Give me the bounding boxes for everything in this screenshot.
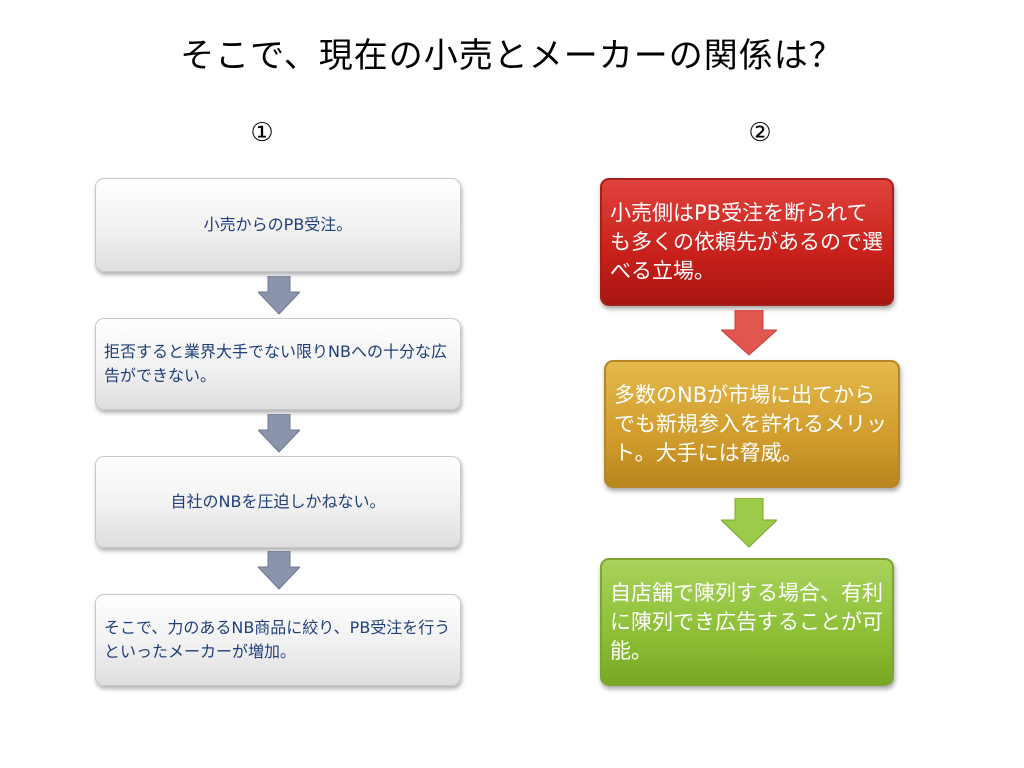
left-step-2-box: 拒否すると業界大手でない限りNBへの十分な広告ができない。	[95, 318, 461, 410]
column-1-label: ①	[250, 118, 274, 148]
left-step-3-box: 自社のNBを圧迫しかねない。	[95, 456, 461, 548]
left-step-2-text: 拒否すると業界大手でない限りNBへの十分な広告ができない。	[104, 342, 447, 385]
left-arrow-2	[258, 414, 300, 453]
left-arrow-1	[258, 276, 300, 315]
right-step-2-box: 多数のNBが市場に出てからでも新規参入を許れるメリット。大手には脅威。	[604, 360, 900, 488]
right-step-2-text: 多数のNBが市場に出てからでも新規参入を許れるメリット。大手には脅威。	[614, 382, 887, 465]
right-arrow-1	[721, 310, 777, 356]
left-step-4-box: そこで、力のあるNB商品に絞り、PB受注を行うといったメーカーが増加。	[95, 594, 461, 686]
left-step-4-text: そこで、力のあるNB商品に絞り、PB受注を行うといったメーカーが増加。	[104, 618, 451, 661]
slide-title: そこで、現在の小売とメーカーの関係は？	[180, 36, 844, 76]
right-step-3-text: 自店舗で陳列する場合、有利に陳列でき広告することが可能。	[610, 580, 883, 663]
right-step-1-text: 小売側はPB受注を断られても多くの依頼先があるので選べる立場。	[610, 200, 883, 283]
right-step-3-box: 自店舗で陳列する場合、有利に陳列でき広告することが可能。	[600, 558, 894, 686]
right-step-1-box: 小売側はPB受注を断られても多くの依頼先があるので選べる立場。	[600, 178, 894, 306]
left-step-1-box: 小売からのPB受注。	[95, 178, 461, 272]
right-arrow-2	[721, 498, 777, 548]
left-arrow-3	[258, 551, 300, 590]
left-step-3-text: 自社のNBを圧迫しかねない。	[170, 492, 386, 511]
column-2-label: ②	[748, 118, 772, 148]
left-step-1-text: 小売からのPB受注。	[203, 215, 353, 234]
